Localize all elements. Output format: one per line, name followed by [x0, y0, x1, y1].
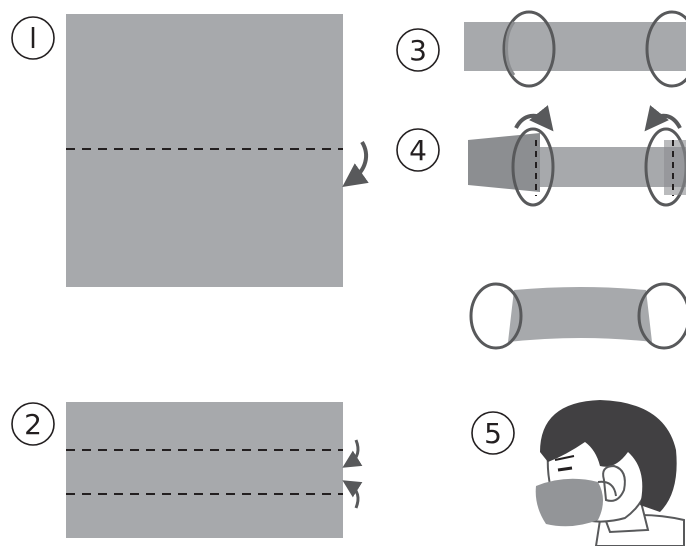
fold-down-arrow-icon [342, 439, 363, 468]
step-2-badge [11, 402, 55, 446]
left-elastic-band [502, 10, 556, 88]
step-5: 5 [471, 400, 685, 546]
face-mask [535, 478, 603, 527]
step-2: 2 [11, 402, 363, 538]
fold-up-arrow-icon [342, 480, 363, 509]
step-1: l [11, 14, 369, 287]
step-2-number: 2 [24, 408, 42, 441]
right-ear-loop [637, 282, 686, 350]
finished-mask-body [508, 287, 652, 342]
step-4: 4 [396, 105, 686, 350]
ear-loop [597, 480, 617, 497]
step-3-number: 3 [409, 34, 427, 67]
strip-with-bands [464, 22, 686, 71]
step-1-badge [11, 16, 55, 60]
folded-left-flap [468, 133, 540, 192]
left-band-inner [505, 21, 516, 76]
center-strip [530, 147, 686, 187]
ear [602, 464, 626, 502]
eye [557, 466, 573, 472]
step-3: 3 [396, 10, 686, 88]
fold-down-arrow-icon [342, 140, 369, 187]
eyebrow [554, 455, 575, 461]
step-5-number: 5 [484, 417, 502, 450]
step-1-number: l [29, 22, 37, 55]
child-wearing-mask [535, 400, 685, 546]
right-folded-end [664, 140, 686, 195]
step-5-badge [471, 411, 515, 455]
step-4-badge [396, 128, 440, 172]
right-elastic-band [645, 10, 686, 88]
square-cloth [66, 14, 343, 287]
hair [540, 400, 677, 512]
folded-strip [66, 402, 343, 538]
left-ear-loop [469, 282, 523, 350]
fold-over-arrow-icon [644, 105, 682, 132]
step-3-badge [396, 28, 440, 72]
step-4-number: 4 [409, 134, 427, 167]
fold-over-arrow-icon [514, 105, 554, 132]
